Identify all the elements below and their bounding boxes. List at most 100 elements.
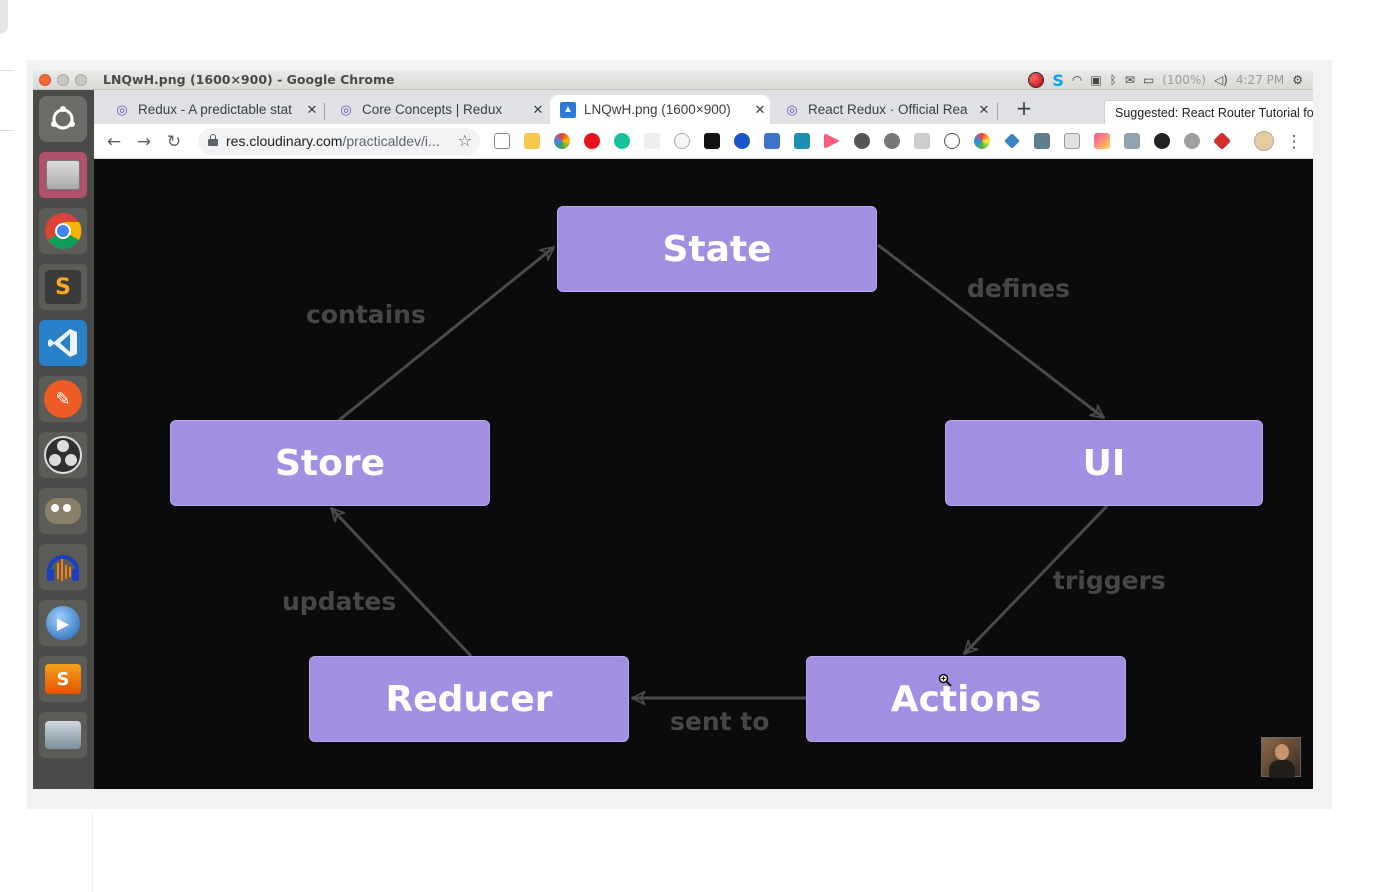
ruby-extension-icon[interactable] xyxy=(1212,131,1232,151)
node-state: State xyxy=(557,206,877,292)
redux-icon: ◎ xyxy=(786,101,798,117)
camera-extension-icon[interactable] xyxy=(794,133,810,149)
gear-extension-icon[interactable] xyxy=(1184,133,1200,149)
tab-close-icon[interactable]: ✕ xyxy=(978,101,990,117)
volume-icon[interactable]: ◁) xyxy=(1213,73,1228,87)
record-extension-icon[interactable] xyxy=(854,133,870,149)
window-minimize-button[interactable] xyxy=(57,74,69,86)
avatar[interactable] xyxy=(1254,131,1274,151)
tab-react-redux[interactable]: ◎ React Redux · Official Rea ✕ xyxy=(774,95,994,124)
arrow-triggers xyxy=(962,504,1109,656)
label-defines: defines xyxy=(967,274,1071,303)
window-titlebar: LNQwH.png (1600×900) - Google Chrome S ◠… xyxy=(33,70,1313,90)
label-contains: contains xyxy=(306,300,426,329)
tab-strip: ◎ Redux - A predictable stat ✕ ◎ Core Co… xyxy=(94,90,1313,126)
suggestion-tooltip: Suggested: React Router Tutorial for v5 … xyxy=(1104,100,1313,126)
chrome-menu-icon[interactable]: ⋮ xyxy=(1285,132,1303,152)
wifi-icon[interactable]: ◠ xyxy=(1071,73,1083,87)
clock[interactable]: 4:27 PM xyxy=(1235,73,1285,87)
window-maximize-button[interactable] xyxy=(75,74,87,86)
back-button[interactable]: ← xyxy=(106,132,122,152)
page-corner xyxy=(0,0,8,34)
node-reducer: Reducer xyxy=(309,656,629,742)
software-center-icon[interactable]: S xyxy=(39,656,87,702)
reload-button[interactable]: ↻ xyxy=(166,132,182,152)
person-extension-icon[interactable] xyxy=(764,133,780,149)
grammarly-extension-icon[interactable] xyxy=(614,133,630,149)
url-text[interactable]: res.cloudinary.com/practicaldev/i... xyxy=(226,133,440,149)
webcam-overlay xyxy=(1261,737,1301,778)
tooltip-text: Suggested: React Router Tutorial for v5 xyxy=(1115,106,1313,120)
arrow-contains xyxy=(337,245,555,423)
tab-label: Core Concepts | Redux xyxy=(362,102,503,117)
gimp-icon[interactable] xyxy=(39,488,87,534)
tab-core-concepts[interactable]: ◎ Core Concepts | Redux ✕ xyxy=(328,95,548,124)
screenshot-icon[interactable] xyxy=(39,712,87,758)
arrow-defines xyxy=(877,243,1105,420)
fb-extension-icon[interactable] xyxy=(1124,133,1140,149)
window-close-button[interactable] xyxy=(39,74,51,86)
label-triggers: triggers xyxy=(1053,566,1166,595)
bluetooth-icon[interactable]: ᛒ xyxy=(1109,73,1117,87)
blank-extension-icon[interactable] xyxy=(644,133,660,149)
timer-extension-icon[interactable] xyxy=(674,133,690,149)
new-tab-button[interactable]: + xyxy=(1015,96,1033,120)
tab-separator xyxy=(324,103,325,120)
web-extension-icon[interactable] xyxy=(734,133,750,149)
address-bar[interactable]: res.cloudinary.com/practicaldev/i... ☆ xyxy=(198,128,480,155)
opera-extension-icon[interactable] xyxy=(584,133,600,149)
sublime-text-icon[interactable]: S xyxy=(39,264,87,310)
eyedropper-extension-icon[interactable] xyxy=(494,133,510,149)
lock-icon[interactable] xyxy=(208,134,218,146)
label-updates: updates xyxy=(282,587,397,616)
ruler-extension-icon[interactable] xyxy=(524,133,540,149)
files-icon[interactable] xyxy=(39,152,87,198)
skype-icon[interactable]: S xyxy=(1052,70,1064,90)
divider xyxy=(92,812,93,892)
image-icon: ▲ xyxy=(560,101,576,118)
media-player-icon[interactable]: ▶ xyxy=(39,600,87,646)
ubuntu-launcher: S ✎ ▶ S xyxy=(33,90,94,789)
tab-lnqwh-image[interactable]: ▲ LNQwH.png (1600×900) ✕ xyxy=(550,95,770,124)
pen-extension-icon[interactable] xyxy=(1004,133,1020,149)
edit-extension-icon[interactable] xyxy=(1034,133,1050,149)
audacity-icon[interactable] xyxy=(39,544,87,590)
play-extension-icon[interactable] xyxy=(824,133,840,149)
a-extension-icon[interactable] xyxy=(944,133,960,149)
palette-extension-icon[interactable] xyxy=(974,133,990,149)
bookmark-star-icon[interactable]: ☆ xyxy=(457,131,472,150)
redux-icon: ◎ xyxy=(116,101,128,117)
tab-redux-home[interactable]: ◎ Redux - A predictable stat ✕ xyxy=(104,95,322,124)
keyboard-icon[interactable]: ▣ xyxy=(1090,73,1102,87)
forward-button[interactable]: → xyxy=(136,132,152,152)
tab-label: Redux - A predictable stat xyxy=(138,102,292,117)
browser-toolbar: ← → ↻ res.cloudinary.com/practicaldev/i.… xyxy=(94,124,1313,159)
wordpress-extension-icon[interactable] xyxy=(884,133,900,149)
chrome-icon[interactable] xyxy=(39,208,87,254)
ubuntu-dash-icon[interactable] xyxy=(39,96,87,142)
gradient-extension-icon[interactable] xyxy=(1094,133,1110,149)
s-extension-icon[interactable] xyxy=(914,133,930,149)
divider xyxy=(0,130,14,131)
obs-icon[interactable] xyxy=(39,432,87,478)
tab-close-icon[interactable]: ✕ xyxy=(532,101,544,117)
power-icon[interactable]: ⚙ xyxy=(1292,73,1303,87)
dark-extension-icon[interactable] xyxy=(1154,133,1170,149)
record-icon[interactable] xyxy=(1028,72,1045,88)
jetbrains-extension-icon[interactable] xyxy=(704,133,720,149)
postman-icon[interactable]: ✎ xyxy=(39,376,87,422)
screen-recording: LNQwH.png (1600×900) - Google Chrome S ◠… xyxy=(33,70,1313,789)
barcode-extension-icon[interactable] xyxy=(1064,133,1080,149)
color-picker-extension-icon[interactable] xyxy=(554,133,570,149)
label-sent-to: sent to xyxy=(670,707,770,736)
tab-close-icon[interactable]: ✕ xyxy=(306,101,318,117)
redux-flow-diagram: State UI Actions Reducer Store defines t… xyxy=(94,159,1313,789)
zoom-cursor-icon xyxy=(938,673,952,687)
mail-icon[interactable]: ✉ xyxy=(1124,73,1135,87)
tab-separator xyxy=(997,103,998,120)
battery-icon[interactable]: ▭ xyxy=(1142,73,1155,87)
tab-label: LNQwH.png (1600×900) xyxy=(584,102,731,117)
vscode-icon[interactable] xyxy=(39,320,87,366)
arrow-updates xyxy=(329,506,473,658)
tab-close-icon[interactable]: ✕ xyxy=(754,101,766,117)
